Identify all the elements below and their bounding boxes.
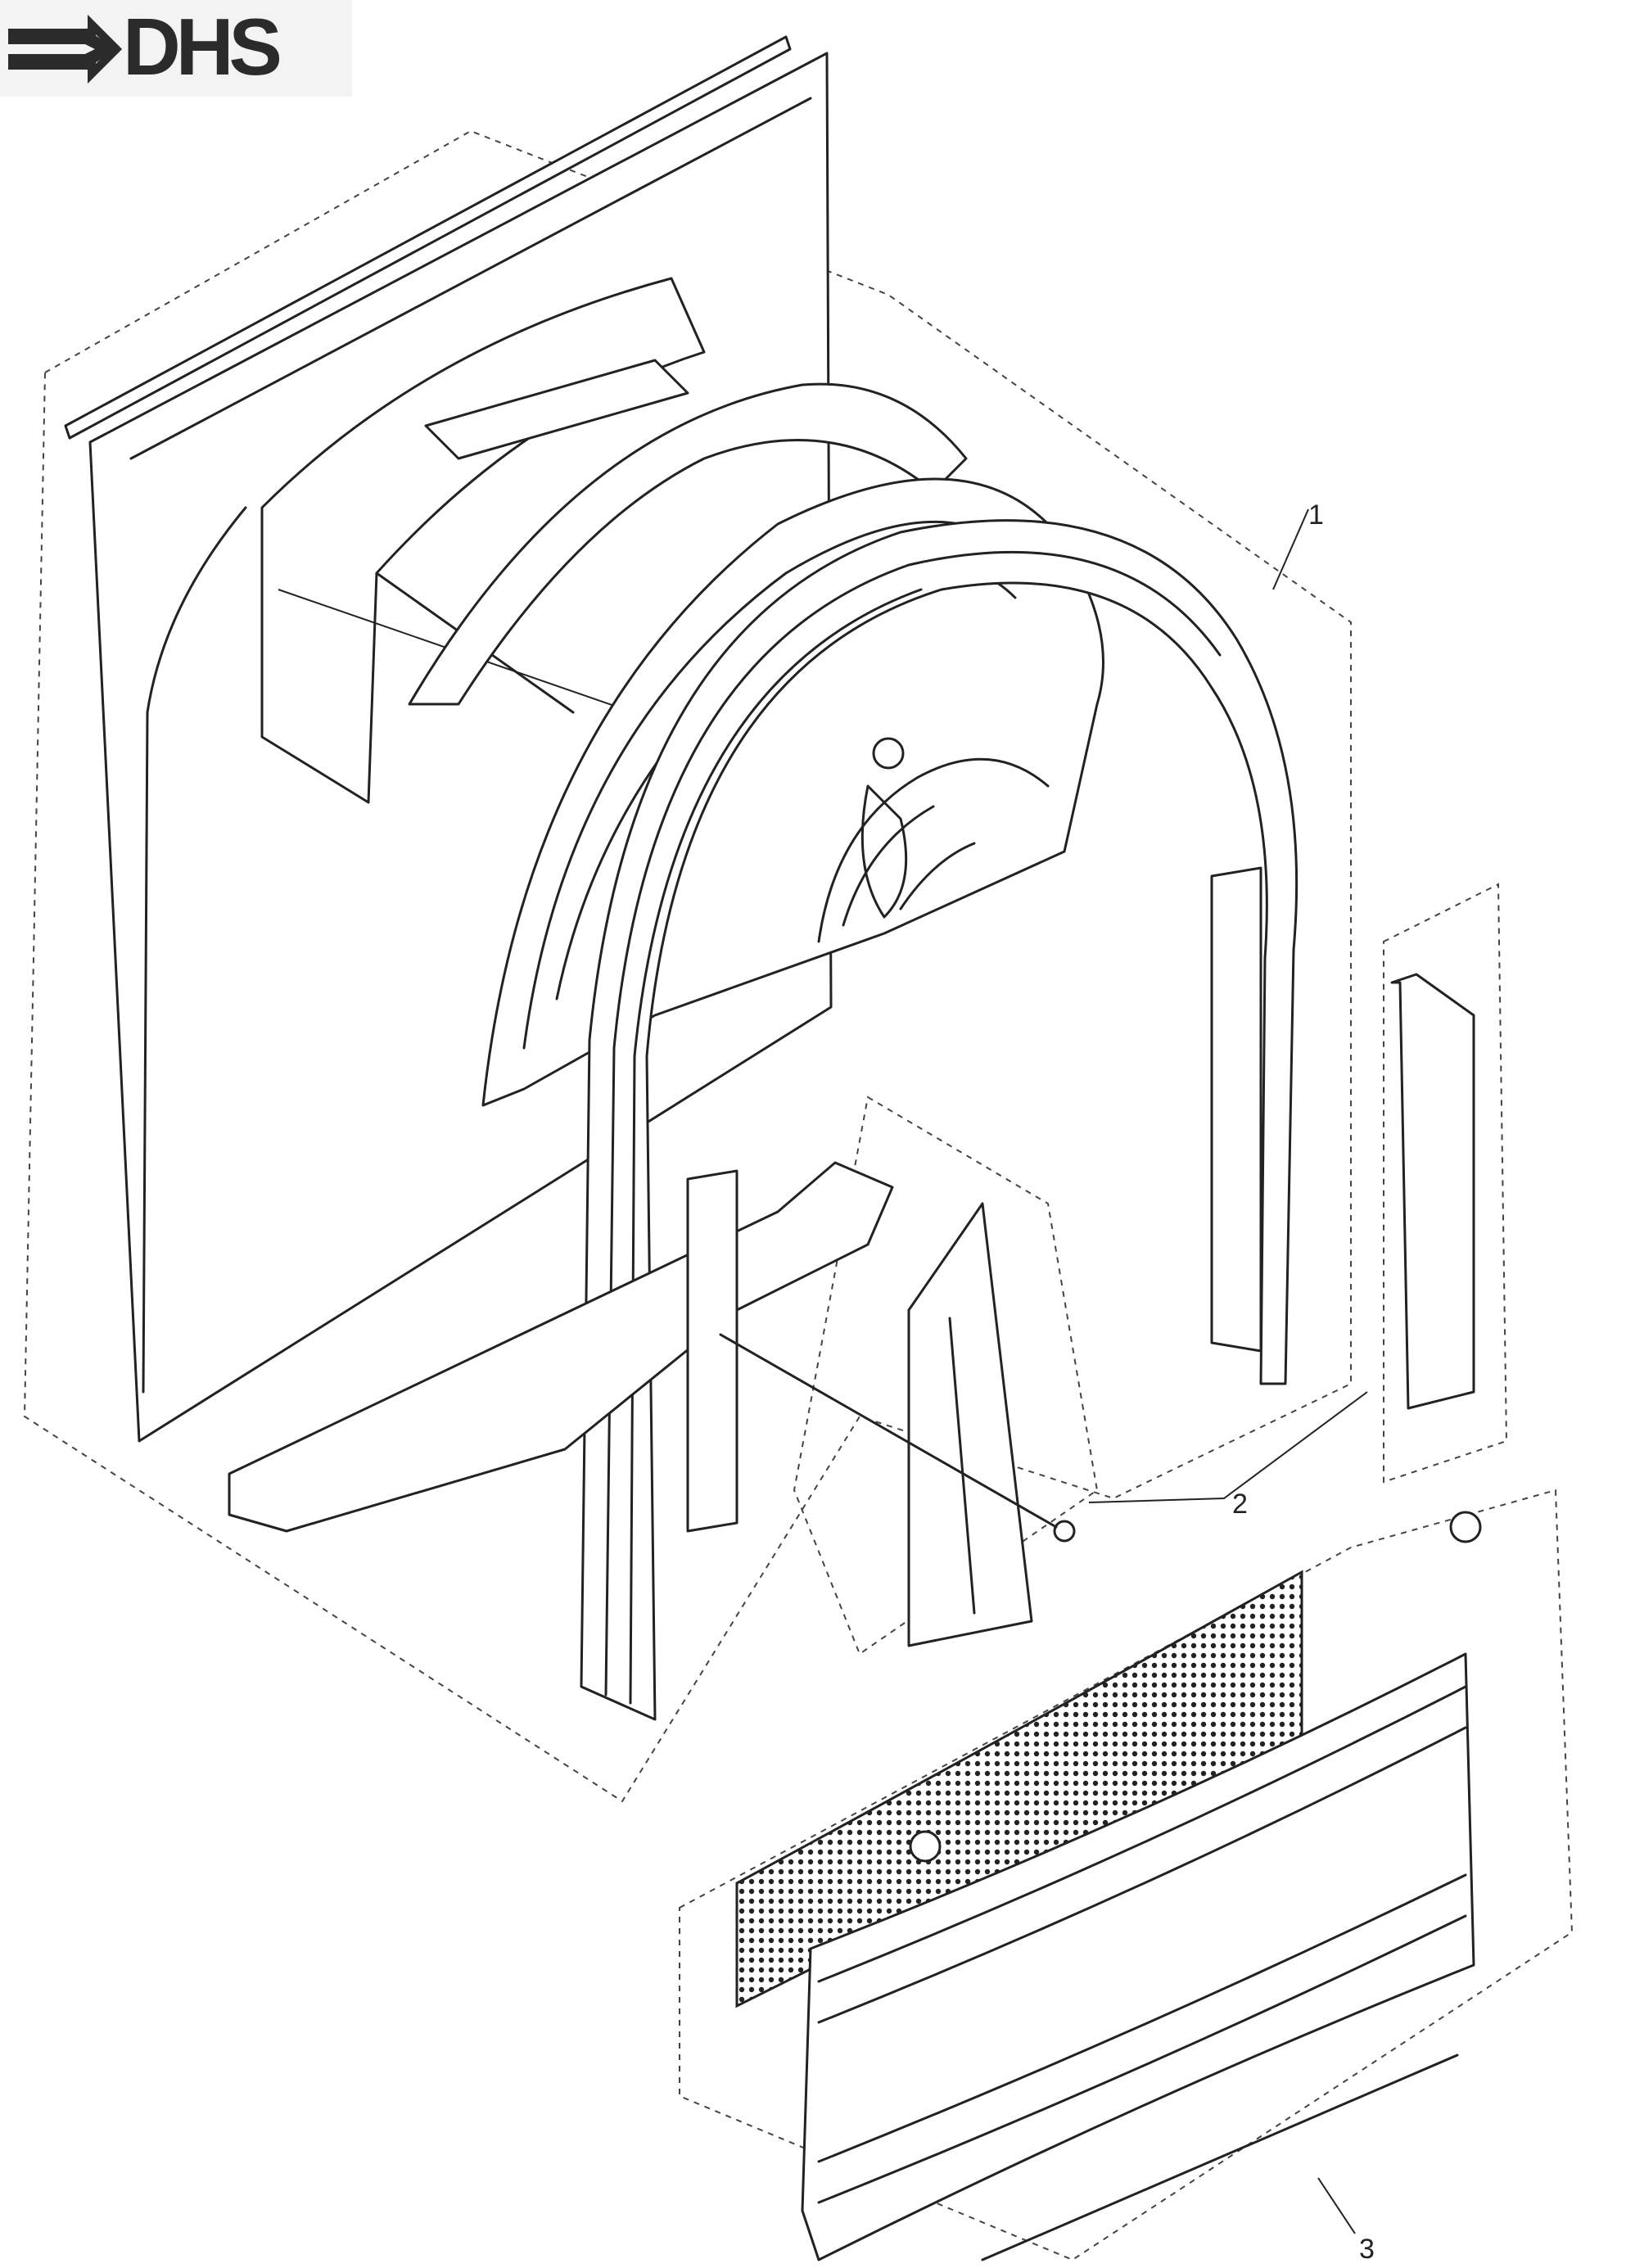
front-arch (580, 519, 1299, 1721)
wedge-side-panel (907, 1202, 1033, 1647)
callout-1: 1 (1308, 499, 1324, 531)
callout-2: 2 (1232, 1489, 1248, 1520)
brand-name: DHS (123, 2, 282, 92)
outer-arch-frame (408, 382, 968, 706)
dhs-logo: DHS (0, 0, 352, 97)
arrow-right-icon (8, 14, 123, 84)
group-boundary-2b (1383, 883, 1508, 1484)
right-side-strip (1210, 866, 1475, 1410)
left-side-post (686, 1169, 738, 1533)
screw (719, 1333, 1076, 1543)
leader-line-2 (1088, 1391, 1368, 1503)
group-boundary-3 (679, 1489, 1574, 2261)
callout-3: 3 (1359, 2234, 1375, 2265)
leader-line-1 (1272, 508, 1309, 590)
fire-fender (801, 1511, 1482, 2261)
leader-line-3 (1317, 2177, 1356, 2234)
